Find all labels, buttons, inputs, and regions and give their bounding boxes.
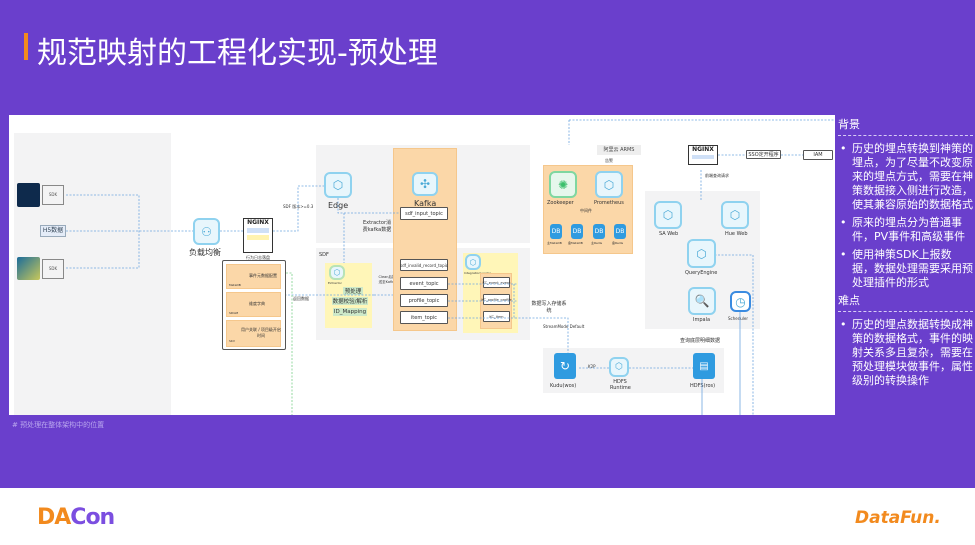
kafka-topic: sdf_invalid_record_topic (400, 259, 448, 271)
dacon-logo: DACon (37, 505, 115, 530)
query-detail-label: 查询底层明细数据 (680, 338, 721, 344)
stream-mode-label: StreamMode Default (543, 324, 585, 329)
page-title: 规范映射的工程化实现-预处理 (37, 36, 438, 71)
zookeeper-icon: ✺ (549, 171, 577, 198)
query-engine-label: QueryEngine (685, 270, 718, 276)
scheduler-label: Scheduler (728, 316, 749, 321)
alarm-label: 告警 (605, 158, 613, 163)
extractor-label: Extractor (328, 281, 342, 285)
kudu-label: Kudu(wos) (550, 383, 577, 389)
impala-label: Impala (693, 317, 711, 323)
impala-icon: 🔍 (688, 287, 716, 315)
hdfs-runtime-label: HDFS Runtime (610, 379, 631, 391)
kafka-topic: sdf_input_topic (400, 207, 448, 220)
db-label: 主Redis (591, 241, 603, 245)
clean-push-label: Clean后推送至Kafka (378, 275, 396, 284)
db-icon: DB (571, 224, 583, 239)
hdfs-cos-label: HDFS(ros) (690, 383, 716, 389)
sso-box: SSO定开程序 (746, 150, 781, 159)
background-heading: 背景 (838, 118, 973, 136)
background-item: 使用神策SDK上报数据，数据处理需要采用预处理插件的形式 (838, 248, 973, 290)
nginx-right-label: NGINX (692, 146, 714, 153)
db-icon: DB (550, 224, 562, 239)
diagram-caption: # 预处理在整体架构中的位置 (12, 421, 105, 429)
db-icon: DB (593, 224, 605, 239)
preprocess-step: 预处理 (343, 287, 363, 295)
edge-icon: ⬡ (324, 172, 352, 198)
notes-panel: 背景 历史的埋点转换到神策的埋点，为了尽量不改变原来的埋点方式，需要在神策数据接… (838, 118, 973, 392)
kafka-topic: event_topic (400, 277, 448, 290)
db-icon: DB (614, 224, 626, 239)
sa-web-label: SA Web (659, 231, 679, 237)
h5-data-box: H5数据 (40, 225, 66, 237)
background-item: 历史的埋点转换到神策的埋点，为了尽量不改变原来的埋点方式，需要在神策数据接入侧进… (838, 142, 973, 212)
write-storage-label: 数据写入存储系统 (531, 301, 567, 314)
skv-label: SKV (229, 339, 235, 343)
sdf-label: SDF (319, 252, 329, 258)
prometheus-icon: ⬡ (595, 171, 623, 198)
kafka-label: Kafka (414, 199, 437, 208)
nginx-label: NGINX (247, 219, 269, 226)
sdk-stack-icon: SDK (42, 259, 64, 279)
load-balancer-icon: ⚇ (193, 218, 220, 245)
kc-topic: KC_item (483, 311, 510, 322)
background-item: 原来的埋点分为普通事件，PV事件和高级事件 (838, 216, 973, 244)
config-row: 用户关联 / 项目级开启时间 (241, 327, 281, 338)
sa-web-icon: ⬡ (654, 201, 682, 229)
metadb-label: MetaDB (229, 283, 241, 287)
prometheus-label: Prometheus (594, 200, 624, 206)
config-panel: 事件元数据配置 维度字典 用户关联 / 项目级开启时间 MetaDB SDGM … (222, 260, 286, 350)
kafka-topic: item_topic (400, 311, 448, 324)
kafka-icon: ✣ (412, 172, 438, 196)
db-label: 主MetaDB (547, 241, 562, 245)
load-balancer-label: 负载均衡 (189, 248, 221, 257)
extractor-consume-label: Extractor消费kafka数据 (362, 220, 392, 233)
return-data-label: 返回数据 (293, 296, 309, 301)
architecture-diagram: SDK H5数据 SDK ⚇ 负载均衡 NGINX 行为日志落盘Nginx文件 … (9, 115, 835, 415)
arms-box: 阿里云 ARMS (597, 145, 641, 155)
hue-web-label: Hue Web (725, 231, 748, 237)
nginx-box: NGINX (243, 218, 273, 253)
kudu-icon: ↻ (554, 353, 576, 379)
sdgm-label: SDGM (229, 311, 239, 315)
kc-topic: KC_profile_profile (481, 294, 512, 305)
id-mapping-step: ID_Mapping (333, 308, 367, 316)
extractor-icon: ⬡ (329, 265, 345, 280)
datafun-logo: DataFun. (855, 508, 941, 528)
scheduler-icon: ◷ (730, 291, 751, 312)
query-engine-icon: ⬡ (687, 239, 716, 268)
middleware-label: 中间件 (580, 208, 592, 213)
client-region (14, 133, 171, 415)
loader-icon: ⬡ (465, 254, 481, 270)
nginx-right-box: NGINX (688, 145, 718, 165)
config-row: 维度字典 (249, 301, 265, 306)
sdk-stack-icon: SDK (42, 185, 64, 205)
kc-topic: KC_event_event (483, 277, 511, 288)
hdfs-runtime-icon: ⬡ (609, 357, 629, 377)
parse-step: 数据校验/解析 (332, 297, 368, 305)
bmw-app-icon (17, 183, 40, 207)
db-label: 备Redis (612, 241, 624, 245)
frontend-query-label: 前端查询请求 (705, 173, 729, 178)
loader-label: IntegrationLoader (464, 271, 491, 275)
difficulty-item: 历史的埋点数据转换成神策的数据格式，事件的映射关系多且复杂，需要在预处理模块做事… (838, 318, 973, 388)
zookeeper-label: Zookeeper (547, 200, 574, 206)
kafka-topic: profile_topic (400, 294, 448, 307)
mini-app-icon (17, 257, 40, 280)
hue-web-icon: ⬡ (721, 201, 749, 229)
hdfs-cos-icon: ▤ (693, 353, 715, 379)
config-row: 事件元数据配置 (249, 273, 277, 278)
db-label: 备MetaDB (568, 241, 583, 245)
connector-lines (66, 119, 835, 415)
iam-box: IAM (803, 150, 833, 160)
title-accent-bar (24, 33, 28, 60)
difficulty-heading: 难点 (838, 294, 973, 312)
k2p-label: K2P (588, 364, 596, 369)
footer: DACon DataFun. (0, 488, 975, 545)
